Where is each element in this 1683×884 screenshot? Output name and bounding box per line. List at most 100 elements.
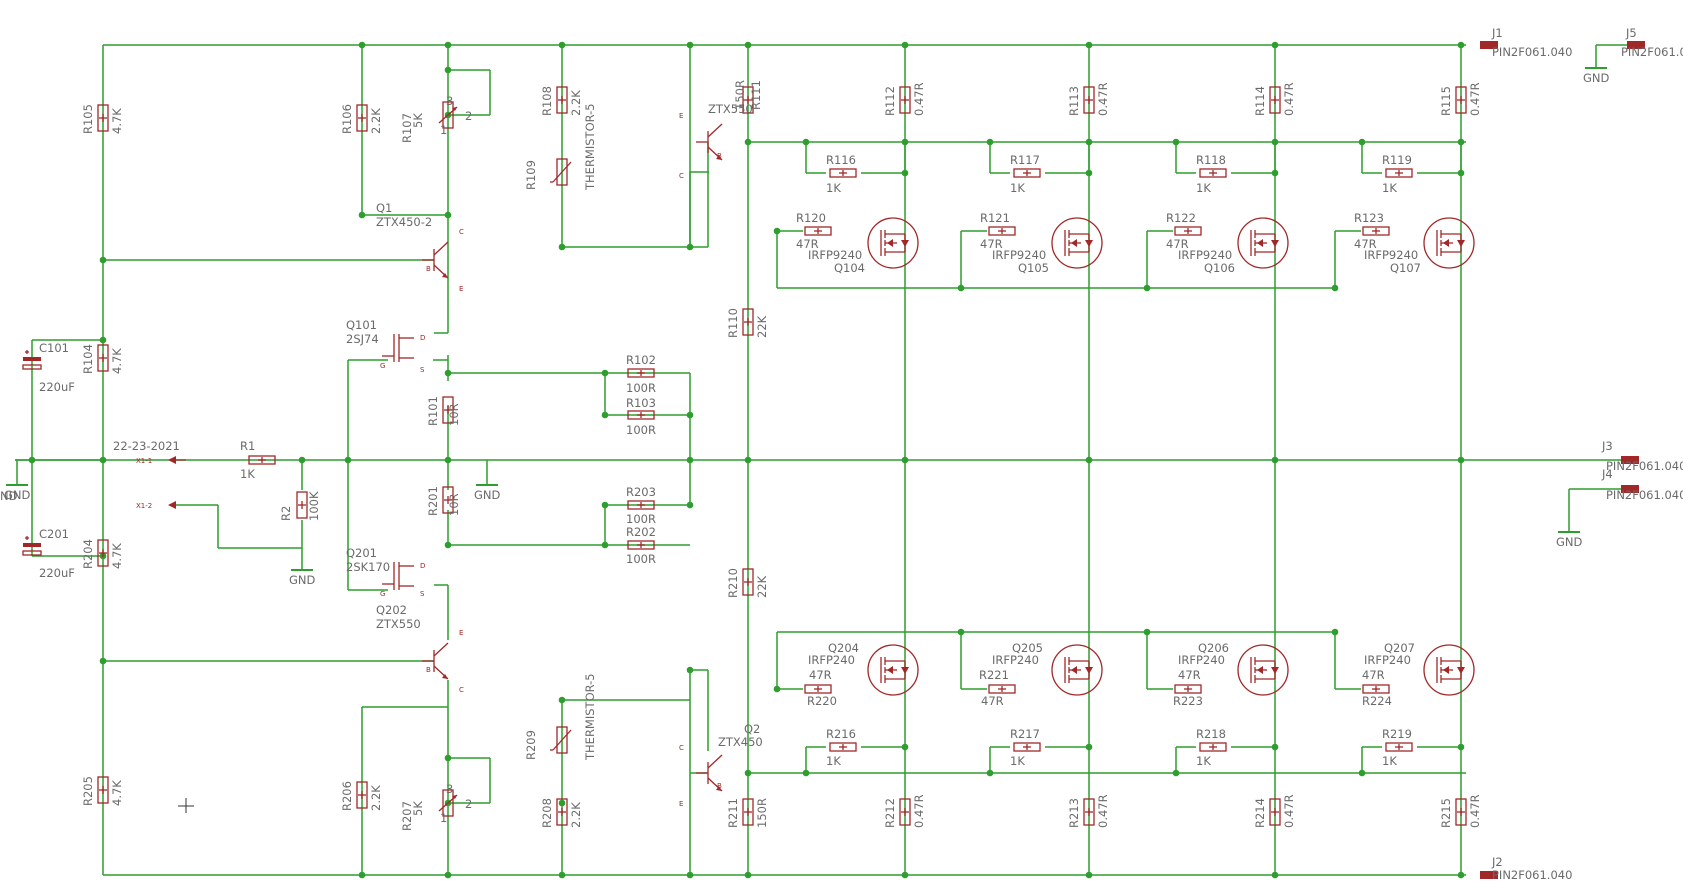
- part-q2[interactable]: [696, 754, 723, 792]
- part-r112[interactable]: [899, 86, 911, 114]
- part-r123[interactable]: [1362, 226, 1390, 236]
- part-c201[interactable]: [22, 536, 42, 556]
- part-q206[interactable]: [1237, 644, 1289, 696]
- value-r217: 1K: [1010, 754, 1025, 768]
- part-r110[interactable]: [742, 308, 754, 336]
- part-r103[interactable]: [627, 410, 655, 420]
- part-r111[interactable]: [742, 86, 754, 114]
- part-r205[interactable]: [97, 776, 109, 804]
- part-r204[interactable]: [97, 539, 109, 567]
- value-r2: 100K: [307, 491, 321, 521]
- part-r2[interactable]: [296, 491, 308, 519]
- value-j3: PIN2F061.040: [1606, 459, 1683, 473]
- part-r201[interactable]: [442, 486, 454, 514]
- part-r203[interactable]: [627, 500, 655, 510]
- part-j4[interactable]: [1621, 485, 1639, 493]
- input-x1-1[interactable]: [168, 456, 186, 464]
- part-q107[interactable]: [1423, 217, 1475, 269]
- value-r223: 47R: [1178, 668, 1201, 682]
- ref-r208: R208: [540, 798, 554, 828]
- ref-r212: R212: [883, 798, 897, 828]
- part-r106[interactable]: [356, 104, 368, 132]
- part-q101[interactable]: [382, 334, 414, 362]
- pin-label-2: E: [459, 285, 463, 293]
- input-x1-2[interactable]: [168, 501, 176, 509]
- part-r120[interactable]: [804, 226, 832, 236]
- value-r203: 100R: [626, 512, 656, 526]
- part-q202[interactable]: [422, 642, 449, 680]
- part-c101[interactable]: [22, 350, 42, 370]
- part-r213[interactable]: [1083, 798, 1095, 826]
- part-r212[interactable]: [899, 798, 911, 826]
- part-r104[interactable]: [97, 344, 109, 372]
- part-r214[interactable]: [1269, 798, 1281, 826]
- part-r116[interactable]: [829, 168, 857, 178]
- part-r223[interactable]: [1174, 684, 1202, 694]
- part-q1[interactable]: [422, 241, 449, 279]
- value-q104: IRFP9240: [808, 248, 862, 262]
- part-q201[interactable]: [382, 562, 414, 590]
- ref-r213: R213: [1067, 798, 1081, 828]
- part-r217[interactable]: [1013, 742, 1041, 752]
- value-r208: 2.2K: [569, 802, 583, 828]
- part-q207[interactable]: [1423, 644, 1475, 696]
- part-r211[interactable]: [742, 798, 754, 826]
- value-r119: 1K: [1382, 181, 1397, 195]
- value-q1: ZTX450-2: [376, 215, 432, 229]
- part-r113[interactable]: [1083, 86, 1095, 114]
- value-r110: 22K: [755, 315, 769, 338]
- part-j1[interactable]: [1480, 41, 1498, 49]
- value-r106: 2.2K: [369, 108, 383, 134]
- gnd-j4-label: GND: [1556, 535, 1583, 549]
- value-r112: 0.47R: [912, 82, 926, 116]
- part-q105[interactable]: [1051, 217, 1103, 269]
- value-q201: 2SK170: [346, 560, 390, 574]
- part-r117[interactable]: [1013, 168, 1041, 178]
- part-r206[interactable]: [356, 781, 368, 809]
- value-c101: 220uF: [39, 380, 75, 394]
- part-r220[interactable]: [804, 684, 832, 694]
- part-r114[interactable]: [1269, 86, 1281, 114]
- part-q205[interactable]: [1051, 644, 1103, 696]
- value-r210: 22K: [755, 575, 769, 598]
- part-r101[interactable]: [442, 396, 454, 424]
- part-r207[interactable]: [438, 789, 458, 817]
- part-r118[interactable]: [1199, 168, 1227, 178]
- part-r122[interactable]: [1174, 226, 1202, 236]
- part-r108[interactable]: [556, 86, 568, 114]
- part-r115[interactable]: [1455, 86, 1467, 114]
- part-r105[interactable]: [97, 104, 109, 132]
- part-r121[interactable]: [988, 226, 1016, 236]
- part-j5[interactable]: [1627, 41, 1645, 49]
- value-c201: 220uF: [39, 566, 75, 580]
- part-j2[interactable]: [1480, 871, 1498, 879]
- part-q106[interactable]: [1237, 217, 1289, 269]
- part-r210[interactable]: [742, 568, 754, 596]
- part-r119[interactable]: [1385, 168, 1413, 178]
- ref-j4: J4: [1601, 467, 1613, 481]
- part-r215[interactable]: [1455, 798, 1467, 826]
- part-r102[interactable]: [627, 368, 655, 378]
- part-qd[interactable]: [696, 123, 723, 161]
- part-r218[interactable]: [1199, 742, 1227, 752]
- value-r224: 47R: [1362, 668, 1385, 682]
- ref-r101: R101: [426, 396, 440, 426]
- part-q204[interactable]: [867, 644, 919, 696]
- part-r109[interactable]: [550, 158, 572, 186]
- part-r221[interactable]: [988, 684, 1016, 694]
- part-r208[interactable]: [556, 798, 568, 826]
- part-r107[interactable]: [438, 101, 458, 129]
- part-q104[interactable]: [867, 217, 919, 269]
- part-j3[interactable]: [1621, 456, 1639, 464]
- part-r202[interactable]: [627, 540, 655, 550]
- value-j5: PIN2F061.040: [1621, 45, 1683, 59]
- part-r1[interactable]: [248, 455, 276, 465]
- part-r209[interactable]: [550, 726, 572, 754]
- ref-r216: R216: [826, 727, 856, 741]
- part-r224[interactable]: [1362, 684, 1390, 694]
- value-r207: 5K: [411, 801, 425, 816]
- part-r216[interactable]: [829, 742, 857, 752]
- part-r219[interactable]: [1385, 742, 1413, 752]
